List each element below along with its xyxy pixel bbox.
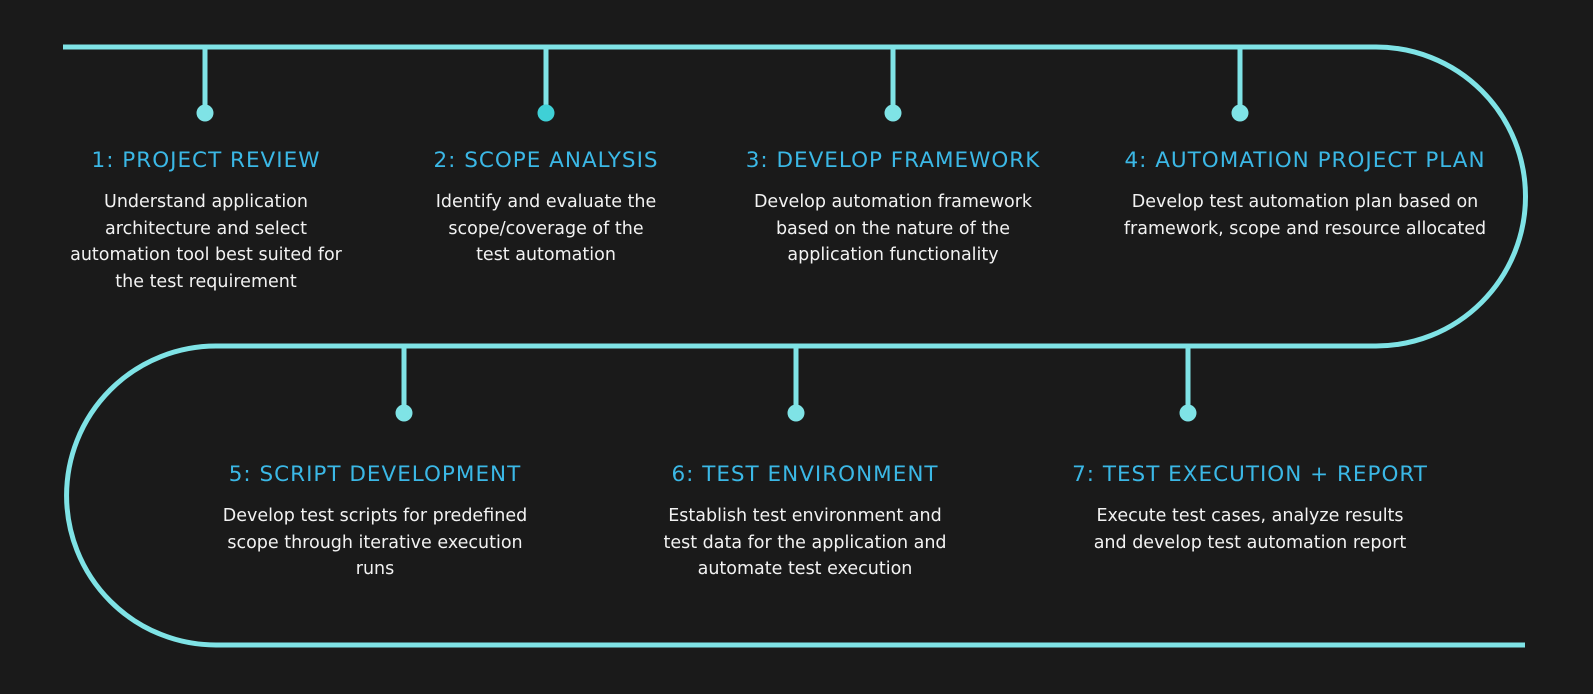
step-6-description: Establish test environment and test data…	[663, 506, 947, 579]
step-7-connector	[1179, 346, 1197, 422]
step-4-description: Develop test automation plan based on fr…	[1123, 192, 1487, 239]
step-5-connector	[395, 346, 413, 422]
step-3: 3: DEVELOP FRAMEWORK Develop automation …	[728, 148, 1058, 269]
step-1-description: Understand application architecture and …	[70, 192, 342, 292]
step-6-connector	[787, 346, 805, 422]
step-5-title: 5: SCRIPT DEVELOPMENT	[228, 462, 522, 487]
step-5-description: Develop test scripts for predefined scop…	[222, 506, 528, 579]
step-7-title: 7: TEST EXECUTION + REPORT	[1072, 462, 1428, 487]
step-7-marker	[1179, 404, 1197, 422]
step-2-title: 2: SCOPE ANALYSIS	[433, 148, 659, 173]
step-2-marker	[537, 104, 555, 122]
step-5: 5: SCRIPT DEVELOPMENT Develop test scrip…	[200, 462, 550, 583]
step-5-marker	[395, 404, 413, 422]
step-1-title: 1: PROJECT REVIEW	[91, 148, 321, 173]
step-4-connector	[1231, 47, 1249, 122]
step-3-connector	[884, 47, 902, 122]
step-2: 2: SCOPE ANALYSIS Identify and evaluate …	[381, 148, 711, 269]
step-4-marker	[1231, 104, 1249, 122]
step-4: 4: AUTOMATION PROJECT PLAN Develop test …	[1090, 148, 1520, 242]
step-1-connector	[196, 47, 214, 122]
step-7-description: Execute test cases, analyze results and …	[1093, 506, 1407, 553]
step-6-marker	[787, 404, 805, 422]
step-6-title: 6: TEST ENVIRONMENT	[671, 462, 939, 487]
step-3-marker	[884, 104, 902, 122]
step-7: 7: TEST EXECUTION + REPORT Execute test …	[1040, 462, 1460, 556]
step-1-marker	[196, 104, 214, 122]
step-2-connector	[537, 47, 555, 122]
step-1: 1: PROJECT REVIEW Understand application…	[41, 148, 371, 295]
step-3-description: Develop automation framework based on th…	[753, 192, 1033, 265]
step-4-title: 4: AUTOMATION PROJECT PLAN	[1124, 148, 1486, 173]
step-6: 6: TEST ENVIRONMENT Establish test envir…	[640, 462, 970, 583]
step-2-description: Identify and evaluate the scope/coverage…	[435, 192, 657, 265]
step-3-title: 3: DEVELOP FRAMEWORK	[745, 148, 1041, 173]
